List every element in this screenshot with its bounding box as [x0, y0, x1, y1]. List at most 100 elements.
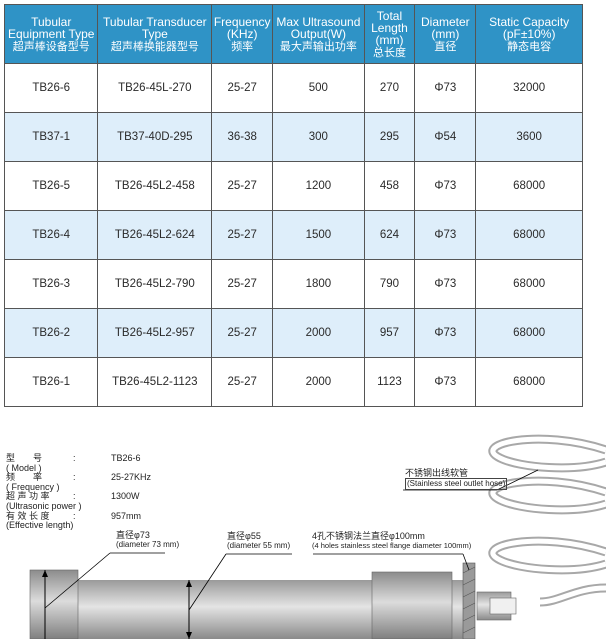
- frequency-value: 25-27KHz: [111, 472, 152, 483]
- transducer-mid-section: [371, 571, 453, 639]
- table-cell: 1123: [363, 357, 416, 407]
- table-cell: TB26-45L2-458: [97, 161, 213, 211]
- table-cell: Φ73: [414, 308, 477, 358]
- table-cell: 1500: [272, 210, 365, 260]
- table-cell: 68000: [475, 210, 583, 260]
- callout-outlet-hose-en: (Stainless steel outlet hose): [405, 478, 508, 490]
- table-cell: 624: [363, 210, 416, 260]
- length-label-en: (Effective length): [6, 520, 74, 531]
- table-cell: 1800: [272, 259, 365, 309]
- callout-diameter-55: 直径φ55 (diameter 55 mm): [227, 531, 290, 551]
- frequency-label-zh: 频 率: [6, 472, 43, 483]
- hose-connector-tip: [489, 597, 517, 615]
- model-label-en: ( Model ): [6, 462, 42, 473]
- table-cell: 270: [363, 63, 416, 113]
- header-diameter: Diameter (mm)直径: [414, 4, 477, 64]
- model-value: TB26-6: [111, 453, 141, 463]
- table-cell: TB26-6: [3, 63, 99, 113]
- table-cell: 32000: [475, 63, 583, 113]
- callout-diameter-73: 直径φ73 (diameter 73 mm): [116, 530, 179, 550]
- callout-outlet-hose: 不锈钢出线软管 (Stainless steel outlet hose): [405, 468, 508, 490]
- table-cell: 1200: [272, 161, 365, 211]
- table-cell: TB26-45L2-1123: [97, 357, 213, 407]
- table-cell: TB26-45L2-624: [97, 210, 213, 260]
- power-label-zh: 超 声 功 率: [6, 491, 50, 502]
- callout-outlet-hose-zh: 不锈钢出线软管: [405, 468, 469, 478]
- table-row: TB26-4 TB26-45L2-624 25-27 1500 624 Φ73 …: [3, 210, 583, 260]
- table-cell: 68000: [475, 161, 583, 211]
- table-cell: Φ73: [414, 259, 477, 309]
- arrow-up-icon: [186, 580, 192, 587]
- table-cell: 790: [363, 259, 416, 309]
- table-cell: TB26-4: [3, 210, 99, 260]
- table-cell: 68000: [475, 357, 583, 407]
- table-cell: TB26-3: [3, 259, 99, 309]
- colon: :: [73, 491, 76, 502]
- colon: :: [73, 472, 76, 483]
- table-cell: 68000: [475, 308, 583, 358]
- callout-flange-zh: 4孔不锈钢法兰直径φ100mm: [312, 531, 425, 541]
- table-row: TB26-2 TB26-45L2-957 25-27 2000 957 Φ73 …: [3, 308, 583, 358]
- model-label-zh: 型 号: [6, 453, 43, 463]
- table-cell: TB26-45L-270: [97, 63, 213, 113]
- leader-lines: [44, 469, 539, 611]
- table-row: TB26-3 TB26-45L2-790 25-27 1800 790 Φ73 …: [3, 259, 583, 309]
- table-row: TB26-5 TB26-45L2-458 25-27 1200 458 Φ73 …: [3, 161, 583, 211]
- table-cell: Φ73: [414, 357, 477, 407]
- length-label-zh: 有 效 长 度: [6, 510, 50, 521]
- stainless-steel-hose: [488, 434, 606, 607]
- table-cell: TB26-45L2-790: [97, 259, 213, 309]
- table-row: TB37-1 TB37-40D-295 36-38 300 295 Φ54 36…: [3, 112, 583, 162]
- model-spec-block: 型 号: TB26-6 ( Model ) 频 率: 25-27KHz ( Freq…: [6, 453, 186, 531]
- table-cell: TB26-2: [3, 308, 99, 358]
- table-cell: 25-27: [211, 357, 274, 407]
- arrow-down-icon: [186, 632, 192, 639]
- header-static-capacity: Static Capacity (pF±10%)静态电容: [475, 4, 583, 64]
- frequency-label-en: ( Frequency ): [6, 481, 60, 492]
- colon: :: [73, 510, 76, 521]
- table-cell: 2000: [272, 357, 365, 407]
- table-cell: 25-27: [211, 161, 274, 211]
- arrow-up-icon: [42, 570, 48, 577]
- table-cell: 25-27: [211, 63, 274, 113]
- colon: :: [73, 453, 76, 463]
- flange-hatch: [462, 566, 476, 634]
- table-row: TB26-1 TB26-45L2-1123 25-27 2000 1123 Φ7…: [3, 357, 583, 407]
- table-cell: 500: [272, 63, 365, 113]
- table-cell: TB26-5: [3, 161, 99, 211]
- table-cell: 25-27: [211, 259, 274, 309]
- table-cell: Φ54: [414, 112, 477, 162]
- transducer-left-section: [29, 569, 79, 639]
- table-cell: 25-27: [211, 308, 274, 358]
- length-value: 957mm: [111, 510, 142, 521]
- callout-flange: 4孔不锈钢法兰直径φ100mm (4 holes stainless steel…: [312, 531, 471, 551]
- header-max-output: Max Ultrasound Output(W)最大声输出功率: [272, 4, 365, 64]
- callout-diameter-73-en: (diameter 73 mm): [116, 540, 180, 549]
- callout-flange-en: (4 holes stainless steel flange diameter…: [312, 541, 472, 550]
- flange-plate: [462, 562, 476, 639]
- table-cell: 25-27: [211, 210, 274, 260]
- callout-diameter-73-zh: 直径φ73: [116, 530, 150, 540]
- callout-diameter-55-zh: 直径φ55: [227, 531, 261, 541]
- table-cell: TB37-40D-295: [97, 112, 213, 162]
- table-cell: Φ73: [414, 63, 477, 113]
- table-cell: 3600: [475, 112, 583, 162]
- table-cell: 957: [363, 308, 416, 358]
- table-cell: 458: [363, 161, 416, 211]
- callout-diameter-55-en: (diameter 55 mm): [227, 541, 291, 550]
- table-cell: 300: [272, 112, 365, 162]
- header-frequency: Frequency (KHz)频率: [211, 4, 274, 64]
- table-cell: Φ73: [414, 161, 477, 211]
- table-cell: 2000: [272, 308, 365, 358]
- table-cell: TB26-45L2-957: [97, 308, 213, 358]
- table-cell: TB26-1: [3, 357, 99, 407]
- power-value: 1300W: [111, 491, 140, 502]
- table-cell: Φ73: [414, 210, 477, 260]
- header-total-length: Total Length (mm)总长度: [363, 4, 416, 64]
- table-cell: 36-38: [211, 112, 274, 162]
- table-cell: 295: [363, 112, 416, 162]
